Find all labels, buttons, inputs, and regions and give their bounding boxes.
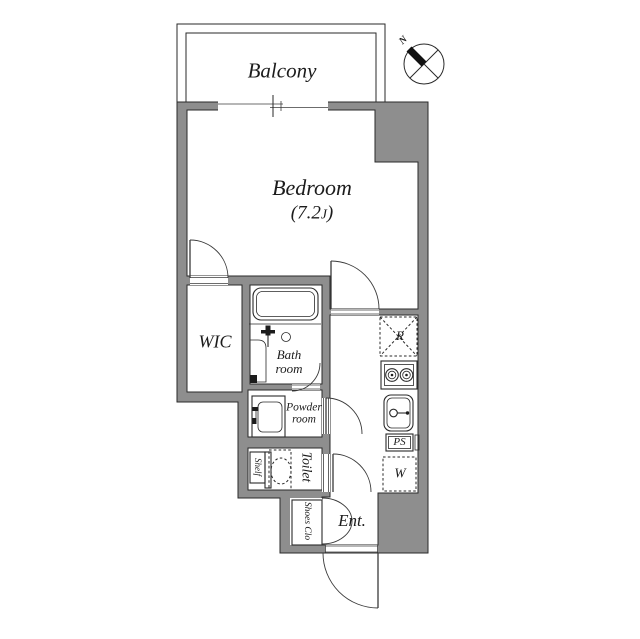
entrance-door	[322, 552, 379, 609]
powder-room-door	[325, 397, 363, 435]
pipe-space-label: PS	[393, 435, 406, 448]
outer-wall-contour	[176, 101, 429, 554]
stove	[380, 360, 418, 390]
shower-faucet-icon	[261, 325, 291, 347]
powder-room-label: Powder room	[286, 401, 322, 426]
refrigerator-label: R	[396, 327, 404, 343]
bedroom-size-label: (7.2J)	[290, 202, 334, 224]
shelf-box	[249, 451, 266, 484]
bedroom-door	[330, 260, 380, 310]
powder-vanity	[251, 395, 286, 438]
bathroom-label: Bath room	[275, 346, 303, 376]
balcony-label: Balcony	[247, 58, 317, 83]
bathtub	[249, 287, 321, 325]
toilet-door	[332, 453, 372, 493]
washbasin-counter	[250, 339, 267, 383]
bathroom-area	[249, 284, 323, 385]
bath-door	[291, 362, 321, 392]
shoes-closet-doors	[321, 497, 353, 545]
washer-space	[382, 456, 417, 492]
bedroom-area	[186, 109, 419, 310]
compass-icon	[403, 43, 445, 85]
bedroom-label: Bedroom	[272, 175, 352, 201]
wic-area	[186, 284, 243, 393]
toilet-label: Toilet	[299, 451, 315, 483]
shoes-closet-label: Shoes Clo	[302, 501, 313, 541]
shoes-closet-box	[291, 499, 323, 546]
shelf-label: Shelf	[252, 458, 263, 476]
washer-label: W	[394, 465, 406, 481]
wic-label: WIC	[198, 331, 232, 352]
wic-door	[189, 239, 229, 279]
entrance-label: Ent.	[338, 510, 366, 530]
kitchen-sink	[383, 394, 414, 432]
pipe-space-box	[385, 433, 420, 452]
refrigerator-space	[379, 316, 418, 357]
window-sliding	[218, 95, 328, 117]
rooms	[186, 109, 419, 546]
